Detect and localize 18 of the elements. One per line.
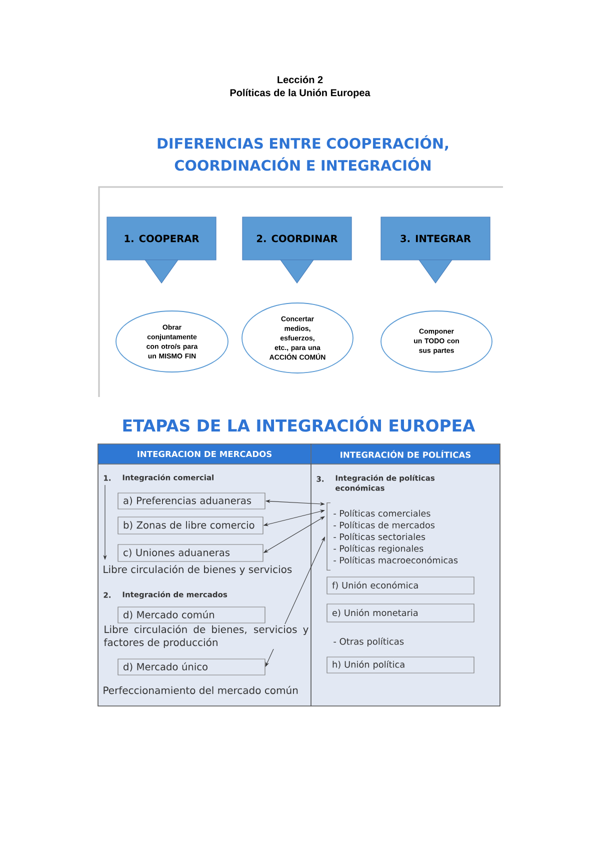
stage-box: c) Uniones aduaneras: [118, 544, 264, 562]
bracketed-list: - Políticas comerciales - Políticas de mercados - Políticas sectoriales - Políticas regionales - Políticas macroeconómicas: [326, 502, 458, 571]
stage-box: e) Unión monetaria: [326, 604, 474, 622]
section-heading: DIFERENCIAS ENTRE COOPERACIÓN, COORDINACIÓN E INTEGRACIÓN: [158, 135, 448, 171]
header-cell: INTEGRACIÓN DE POLÍTICAS: [311, 444, 500, 464]
body-text: Perfeccionamiento del mercado común: [104, 686, 298, 694]
stage-box: h) Unión política: [326, 656, 474, 674]
page-header: Lección 2: [278, 76, 323, 84]
stage-box: d) Mercado único: [118, 658, 266, 676]
stage-box: a) Preferencias aduaneras: [118, 492, 266, 510]
body-text: - Otras políticas: [334, 637, 404, 647]
stage-box: b) Zonas de libre comercio: [118, 516, 264, 534]
header-cell: INTEGRACION DE MERCADOS: [98, 444, 311, 464]
page-header: Políticas de la Unión Europea: [230, 88, 370, 98]
stage-box: f) Unión económica: [326, 576, 474, 594]
section-heading: ETAPAS DE LA INTEGRACIÓN EUROPEA: [123, 416, 476, 432]
body-text: Libre circulación de bienes, servicios y factores de producción: [102, 624, 310, 650]
stage-box: d) Mercado común: [118, 606, 266, 624]
